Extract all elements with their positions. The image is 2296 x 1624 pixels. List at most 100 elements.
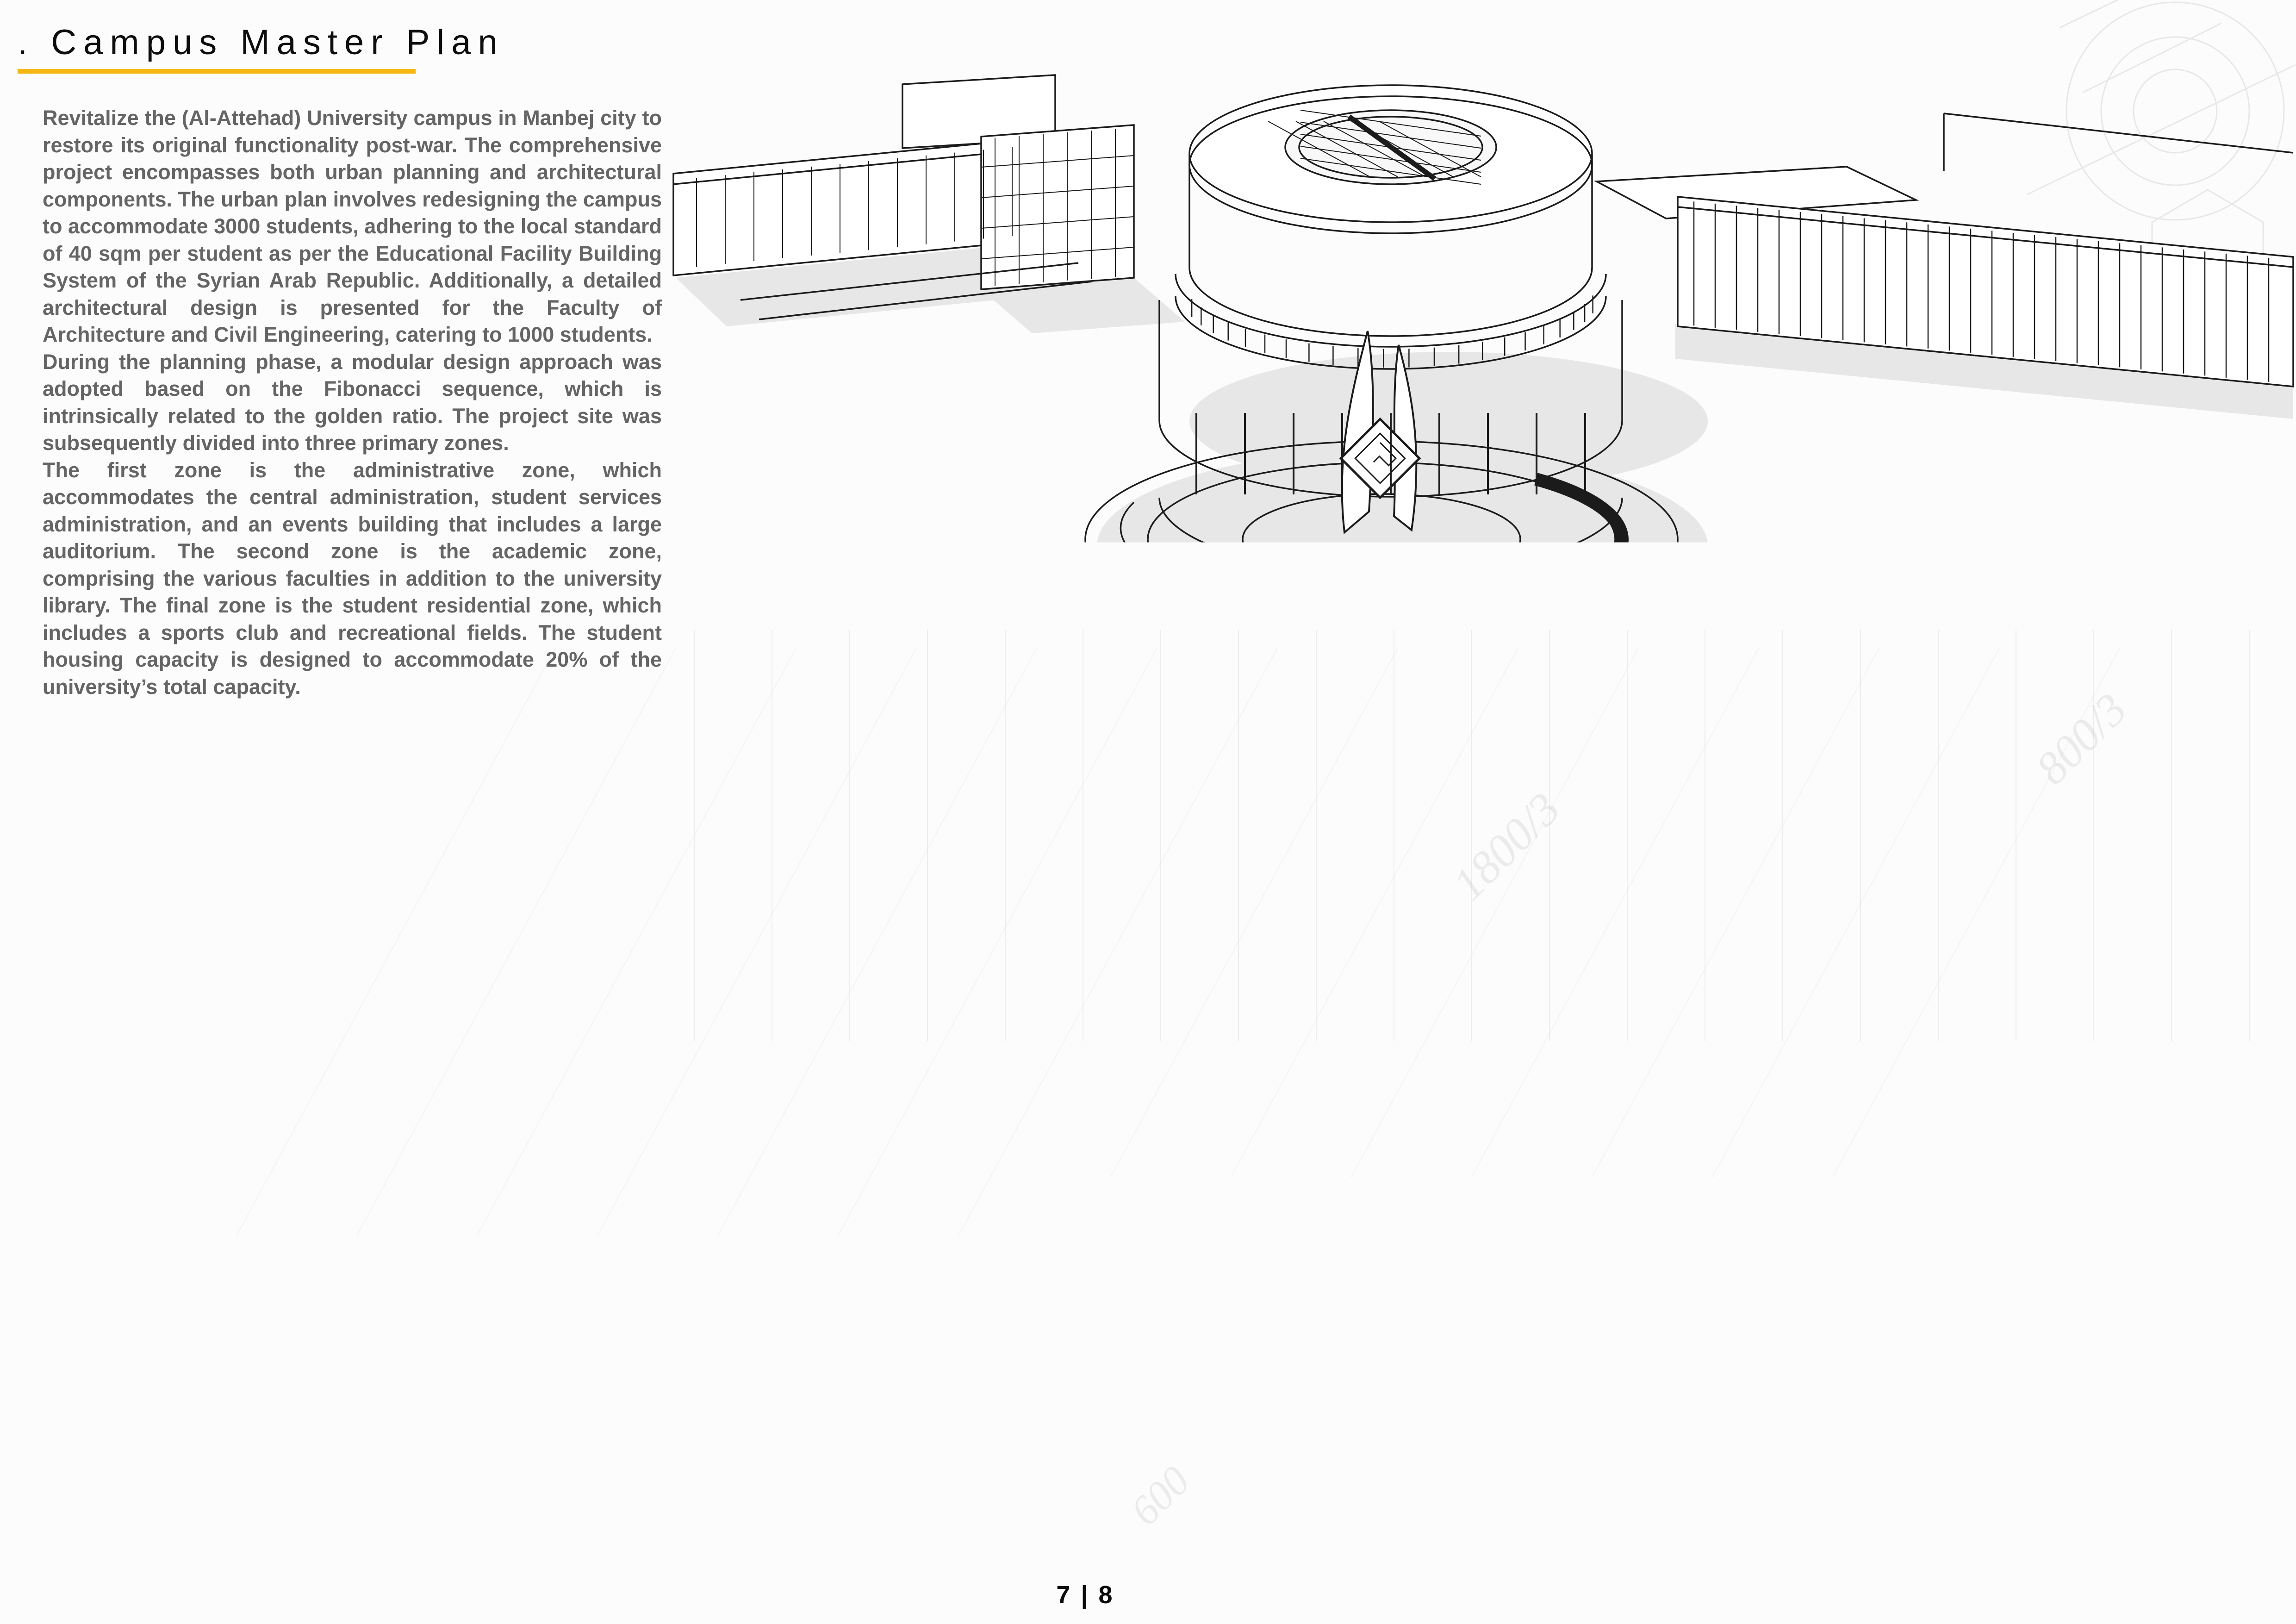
svg-text:9: 9 — [2067, 1443, 2081, 1470]
legend-number-badge: 1 — [1074, 650, 1101, 682]
legend-label: Main Library — [1772, 692, 1927, 725]
legend-item: 16 Faculty of Tourism — [1729, 904, 2114, 934]
building-label: 1000 — [1777, 1452, 1812, 1470]
legend-item: 12Faculty of Architecture — [1729, 777, 2114, 808]
legend-label: Student GYM — [1116, 945, 1286, 977]
building: 500/1 — [1648, 1143, 1726, 1252]
legend-number-badge: 16 — [1729, 903, 1757, 935]
legend-item: 14Faculty of Civil Engineering — [1729, 819, 2114, 850]
svg-text:9: 9 — [2066, 1185, 2080, 1212]
legend-label: Main Auditorium — [1116, 734, 1319, 767]
building: 800/4 — [912, 1384, 988, 1512]
building-label: 1000/2 — [1917, 1452, 1966, 1470]
plan-marker-7: 7 — [1772, 1405, 1803, 1440]
svg-text:10: 10 — [1794, 1256, 1821, 1283]
building-label: 200 — [751, 806, 777, 824]
legend-label: Workshop — [1772, 734, 1898, 767]
building: 1100/2 — [1745, 1185, 1844, 1384]
building: 800/3 — [1518, 1384, 1597, 1512]
legend-number-badge: 15 — [1729, 861, 1757, 893]
scale-bar: 50 m100 m200 m400 m — [972, 1017, 2043, 1070]
dimension-label: 75 — [788, 701, 821, 734]
description-paragraph: During the planning phase, a modular des… — [43, 349, 662, 457]
building-label: 1800/3-4 — [1138, 1440, 1200, 1457]
building: 1800/3-4 — [1088, 1384, 1250, 1512]
legend-number-badge: 8 — [1074, 945, 1101, 977]
dimension-label: 220 — [322, 999, 363, 1036]
description-paragraph: The first zone is the administrative zon… — [43, 457, 662, 701]
legend-number-badge: 7 — [1074, 903, 1101, 935]
building-label: 1000/3 — [792, 1193, 840, 1211]
title-block: . Campus Master Plan — [18, 22, 504, 74]
legend-item: 15Laboratory — [1729, 862, 2114, 892]
legend-label: Faculty of Architecture — [1772, 776, 2051, 809]
building: 1700/4 — [1365, 1143, 1523, 1259]
plan-marker-5: 5 — [1178, 1348, 1208, 1382]
legend-item: 10Main Library — [1729, 693, 2114, 724]
building: 80 — [1948, 1368, 1985, 1399]
svg-text:11: 11 — [1700, 1204, 1726, 1231]
legend-item: 2 campus Administration — [1074, 693, 1543, 724]
svg-text:14: 14 — [941, 1203, 968, 1230]
building-label: 800/4 — [930, 1440, 970, 1457]
legend-column-right: 9Student Residential 10Main Library 11Work… — [1729, 651, 2114, 934]
building-label: 800/2 — [688, 1441, 728, 1458]
plan-marker-9: 9 — [2058, 1304, 2088, 1338]
legend-label: Faculty of BusinessAdminstration — [1116, 776, 1534, 809]
north-arrow-icon — [2074, 1018, 2133, 1077]
building: 800/4 — [879, 1143, 956, 1259]
building-label: 80 — [1959, 1376, 1973, 1391]
legend-column-left: 1Student Administration 2 campus Administr… — [1074, 651, 1543, 976]
legend-label: Faculty of Tourism — [1772, 903, 2000, 935]
project-description: Revitalize the (Al-Attehad) University c… — [43, 105, 662, 700]
building: 1200/3 — [787, 1384, 905, 1512]
svg-text:8: 8 — [1948, 1407, 1962, 1434]
legend-item: 8 Student GYM — [1074, 946, 1543, 976]
legend-number-badge: 3 — [1074, 735, 1101, 766]
svg-text:4: 4 — [941, 1353, 955, 1380]
building-label: 1800/4 — [1175, 1193, 1223, 1211]
legend-number-badge: 14 — [1729, 819, 1757, 850]
building: 800/2 — [671, 1387, 745, 1512]
legend-label: Student Residential — [1772, 650, 2016, 682]
scale-bar-segment — [1082, 1056, 1217, 1070]
plan-marker-9: 9 — [2059, 1439, 2089, 1474]
legend-item: 1Student Administration — [1074, 651, 1543, 681]
legend-label: Warehouse — [1116, 903, 1260, 935]
dimension-label: 55 — [957, 701, 989, 734]
building-label: 800/2 — [977, 1193, 1016, 1211]
svg-text:12: 12 — [1528, 1203, 1555, 1230]
plan-marker-13: 13 — [1032, 1199, 1063, 1233]
legend-number-badge: 2 — [1074, 693, 1101, 724]
building: 800/2 — [967, 1143, 1025, 1259]
plan-marker-8: 8 — [1940, 1403, 1970, 1437]
building-label: 800/4 — [898, 1193, 937, 1211]
legend-item: 5Faculty of Informatics Engineering — [1074, 819, 1543, 850]
svg-text:6: 6 — [1529, 1351, 1543, 1378]
description-paragraph: Revitalize the (Al-Attehad) University c… — [43, 105, 662, 349]
dimension-label: 165 — [5, 1328, 29, 1362]
legend-item: 6Faculty of Computer Engineering — [1074, 862, 1543, 892]
svg-text:9: 9 — [2066, 1308, 2080, 1335]
legend-item: 7 Warehouse — [1074, 904, 1543, 934]
legend-label: campus Administration — [1116, 692, 1400, 725]
plan-marker-2: 2 — [377, 1389, 408, 1423]
building: 1800/4 — [1120, 1143, 1277, 1259]
building-label: 1800/3-4 — [1397, 1440, 1459, 1457]
dimension-label: 480 — [1515, 1073, 1549, 1098]
plan-marker-6: 6 — [1520, 1347, 1551, 1381]
building-label: 800 — [1691, 1286, 1713, 1300]
svg-text:13: 13 — [1288, 1202, 1315, 1229]
plan-marker-11: 11 — [1698, 1200, 1728, 1234]
building: 1000/3 — [759, 1143, 872, 1259]
svg-text:1: 1 — [385, 1072, 398, 1099]
svg-text:13: 13 — [1034, 1203, 1061, 1230]
svg-text:5: 5 — [1187, 1352, 1200, 1379]
legend-number-badge: 4 — [1074, 777, 1101, 808]
svg-text:7: 7 — [1781, 1410, 1794, 1437]
legend-item: 11Workshop — [1729, 735, 2114, 766]
scale-bar-segment — [972, 1043, 1082, 1056]
scale-label: 400 m — [1991, 1017, 2042, 1037]
scale-bar-segment — [1217, 1043, 1480, 1056]
legend-item: 9Student Residential — [1729, 651, 2114, 681]
